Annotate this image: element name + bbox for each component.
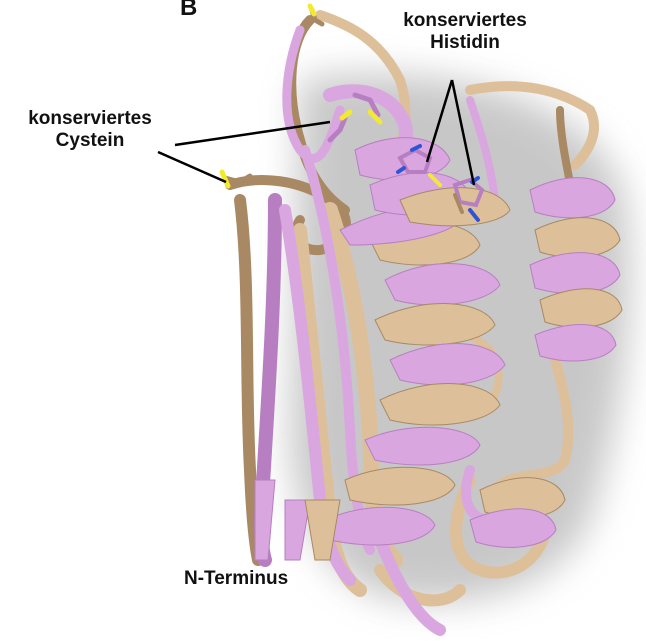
cysteine-label-line1: konserviertes <box>6 108 174 130</box>
cysteine-label-line2: Cystein <box>6 130 174 152</box>
histidine-label: konserviertes Histidin <box>380 10 550 54</box>
histidine-label-line1: konserviertes <box>380 10 550 32</box>
histidine-label-line2: Histidin <box>380 32 550 54</box>
right-helix <box>530 178 622 361</box>
cysteine-label: konserviertes Cystein <box>6 108 174 152</box>
cysteine-pointer-2 <box>158 152 226 182</box>
panel-letter: B <box>180 0 197 22</box>
n-terminus-label: N-Terminus <box>184 568 288 590</box>
